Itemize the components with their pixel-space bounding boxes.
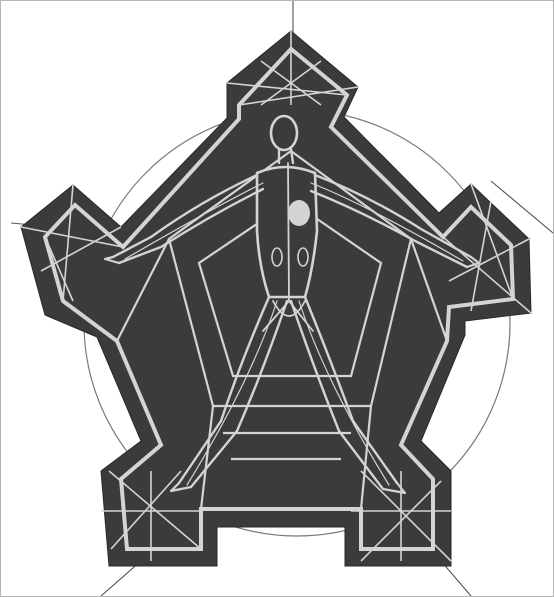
star-pentagon-shape bbox=[21, 31, 531, 566]
head bbox=[271, 116, 297, 150]
torso bbox=[257, 167, 317, 297]
heart bbox=[288, 200, 310, 226]
